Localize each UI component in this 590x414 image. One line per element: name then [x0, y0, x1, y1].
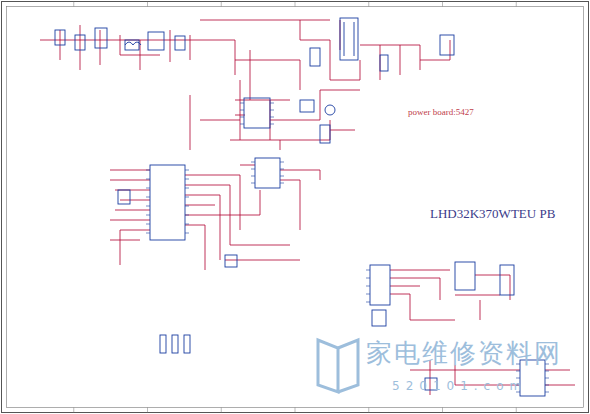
watermark-url: 520101.com: [392, 380, 527, 392]
watermark: 家电维修资料网: [366, 340, 562, 366]
board-note: power board:5427: [408, 108, 474, 117]
title-block: LHD32K370WTEU PB: [430, 207, 555, 220]
